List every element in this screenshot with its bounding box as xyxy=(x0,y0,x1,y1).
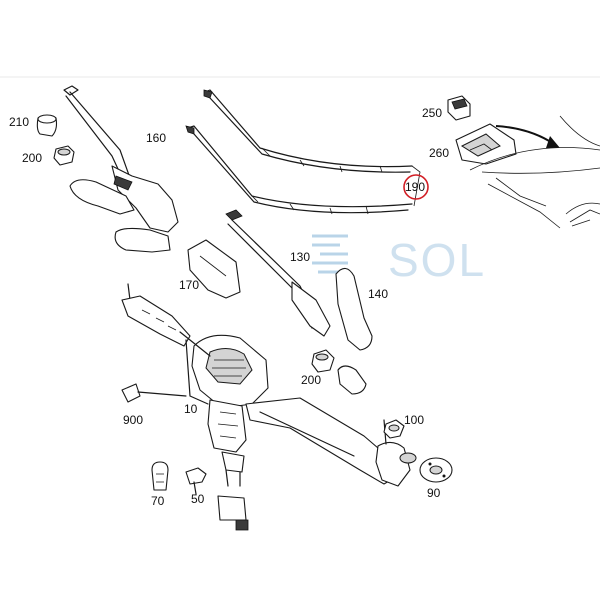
part-900-connector xyxy=(121,383,187,403)
part-250-cap xyxy=(447,95,471,121)
label-190: 190 xyxy=(405,180,425,194)
label-200-mid: 200 xyxy=(301,373,321,387)
part-260-housing xyxy=(455,123,517,165)
label-140: 140 xyxy=(368,287,388,301)
part-210-cap xyxy=(36,114,58,137)
label-90: 90 xyxy=(427,486,441,500)
label-50: 50 xyxy=(191,492,205,506)
watermark: SOL xyxy=(312,234,486,286)
part-200-nut-top xyxy=(53,145,75,166)
part-90-grommet xyxy=(419,457,453,483)
part-190-wiper-blades xyxy=(185,89,421,215)
label-10: 10 xyxy=(184,402,198,416)
part-130-wiper-arm xyxy=(225,209,331,337)
label-70: 70 xyxy=(151,494,165,508)
highlight-ring-190 xyxy=(403,174,429,200)
part-160-wiper-arm xyxy=(63,85,179,253)
part-70-clip xyxy=(151,461,169,491)
vehicle-windshield-outline xyxy=(469,115,600,229)
part-100-nut xyxy=(383,419,405,439)
label-210: 210 xyxy=(9,115,29,129)
arrow-to-vehicle-icon xyxy=(495,125,560,148)
label-130: 130 xyxy=(290,250,310,264)
label-170: 170 xyxy=(179,278,199,292)
label-100: 100 xyxy=(404,413,424,427)
label-200-top: 200 xyxy=(22,151,42,165)
label-260: 260 xyxy=(429,146,449,160)
watermark-text: SOL xyxy=(388,234,486,286)
part-10-motor-linkage xyxy=(121,283,417,531)
label-160: 160 xyxy=(146,131,166,145)
part-140-cover xyxy=(335,267,373,395)
part-170-bracket xyxy=(187,239,241,299)
label-900: 900 xyxy=(123,413,143,427)
part-200-nut-mid xyxy=(311,349,335,373)
part-50-bolt xyxy=(185,467,207,495)
watermark-logo-icon xyxy=(312,234,348,274)
label-250: 250 xyxy=(422,106,442,120)
